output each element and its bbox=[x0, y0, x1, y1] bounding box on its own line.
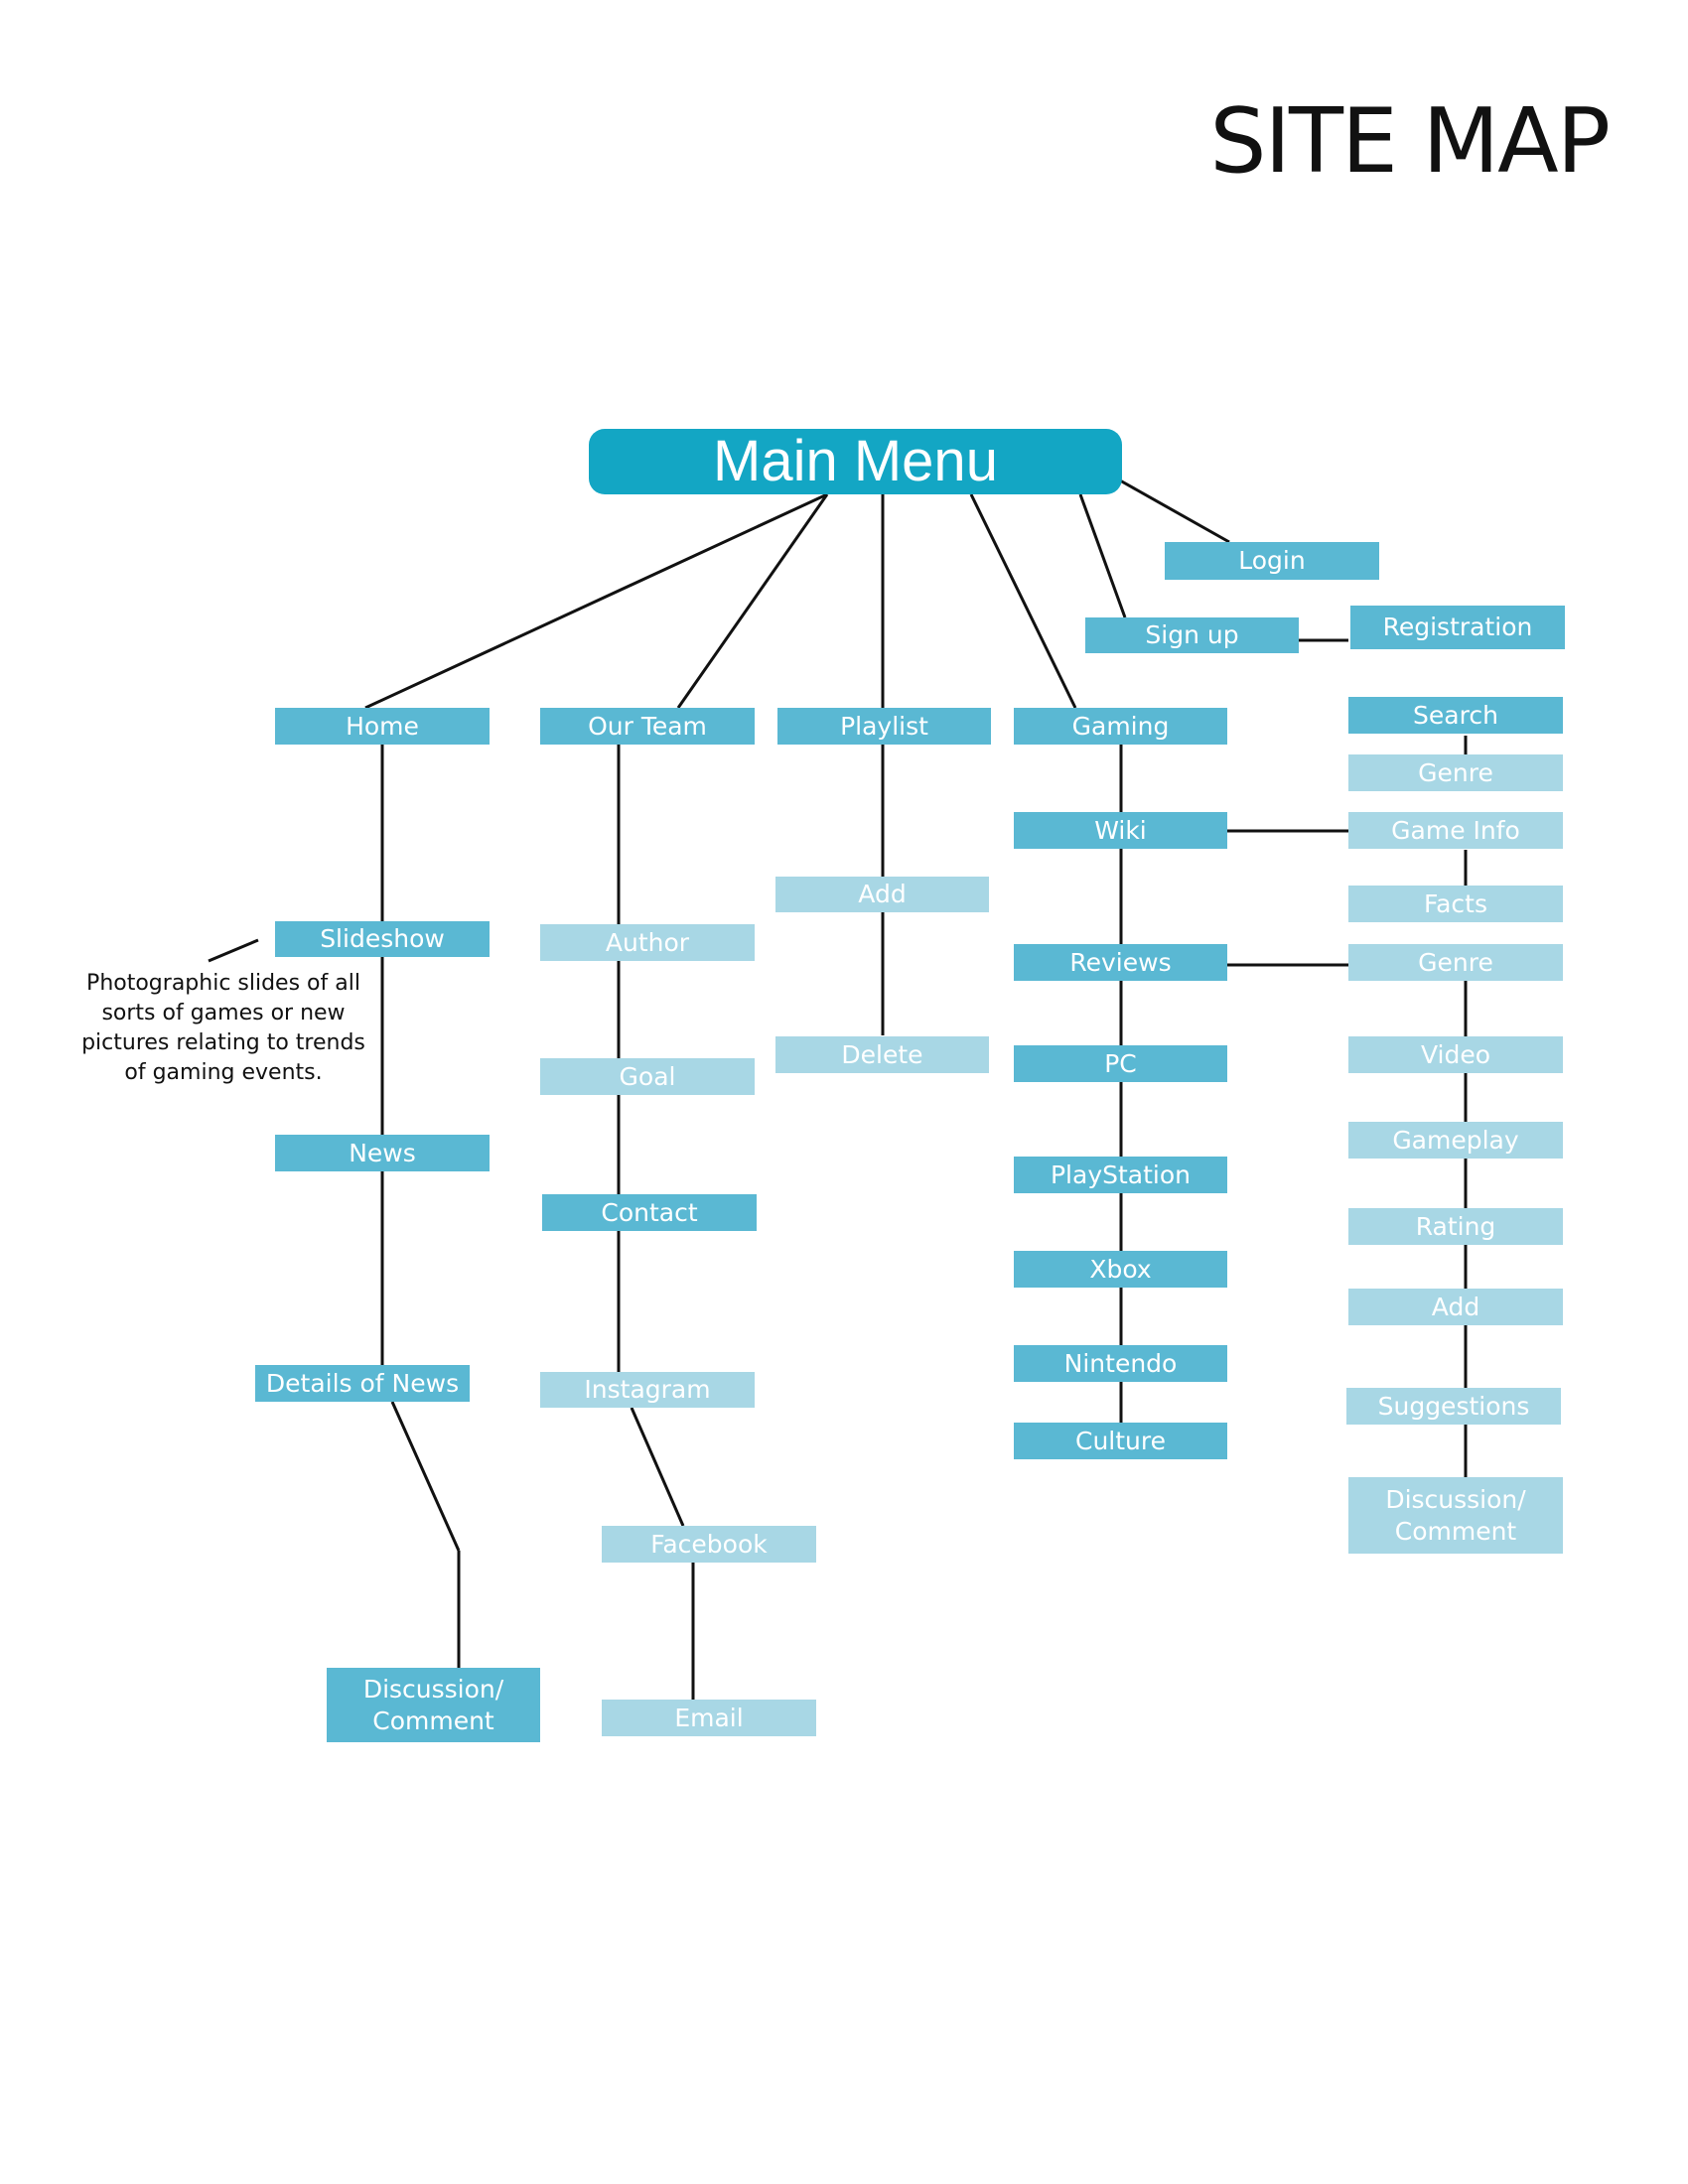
connector bbox=[208, 938, 259, 963]
connector bbox=[1078, 493, 1127, 618]
our-team-node: Our Team bbox=[540, 708, 755, 745]
page-title: SITE MAP bbox=[1209, 89, 1611, 194]
news-node: News bbox=[275, 1135, 490, 1171]
reviews-genre-node: Genre bbox=[1348, 944, 1563, 981]
connector bbox=[630, 1407, 685, 1527]
playlist-add-node: Add bbox=[775, 877, 989, 912]
suggestions-node: Suggestions bbox=[1346, 1388, 1561, 1425]
facts-node: Facts bbox=[1348, 886, 1563, 922]
connector bbox=[969, 493, 1077, 709]
login-node: Login bbox=[1165, 542, 1379, 580]
instagram-node: Instagram bbox=[540, 1372, 755, 1408]
pc-node: PC bbox=[1014, 1045, 1227, 1082]
video-node: Video bbox=[1348, 1036, 1563, 1073]
sign-up-node: Sign up bbox=[1085, 617, 1299, 653]
goal-node: Goal bbox=[540, 1058, 755, 1095]
connector bbox=[364, 492, 828, 710]
details-of-news-node: Details of News bbox=[255, 1365, 470, 1402]
author-node: Author bbox=[540, 924, 755, 961]
facebook-node: Facebook bbox=[602, 1526, 816, 1563]
playlist-node: Playlist bbox=[777, 708, 991, 745]
registration-node: Registration bbox=[1350, 606, 1565, 649]
playstation-node: PlayStation bbox=[1014, 1157, 1227, 1193]
reviews-add-node: Add bbox=[1348, 1289, 1563, 1325]
xbox-node: Xbox bbox=[1014, 1251, 1227, 1288]
reviews-node: Reviews bbox=[1014, 944, 1227, 981]
home-discussion-node: Discussion/ Comment bbox=[327, 1668, 540, 1742]
connector bbox=[390, 1401, 461, 1552]
contact-node: Contact bbox=[542, 1194, 757, 1231]
main-menu-node: Main Menu bbox=[589, 429, 1122, 494]
playlist-delete-node: Delete bbox=[775, 1036, 989, 1073]
game-info-node: Game Info bbox=[1348, 812, 1563, 849]
wiki-node: Wiki bbox=[1014, 812, 1227, 849]
email-node: Email bbox=[602, 1700, 816, 1736]
wiki-genre-node: Genre bbox=[1348, 754, 1563, 791]
gaming-node: Gaming bbox=[1014, 708, 1227, 745]
rating-node: Rating bbox=[1348, 1208, 1563, 1245]
connector bbox=[676, 493, 829, 709]
slideshow-annotation: Photographic slides of all sorts of game… bbox=[81, 971, 365, 1085]
culture-node: Culture bbox=[1014, 1423, 1227, 1459]
reviews-discussion-node: Discussion/ Comment bbox=[1348, 1477, 1563, 1554]
gameplay-node: Gameplay bbox=[1348, 1122, 1563, 1159]
slideshow-node: Slideshow bbox=[275, 921, 490, 957]
nintendo-node: Nintendo bbox=[1014, 1345, 1227, 1382]
connector bbox=[1119, 478, 1230, 544]
home-node: Home bbox=[275, 708, 490, 745]
search-node: Search bbox=[1348, 697, 1563, 734]
